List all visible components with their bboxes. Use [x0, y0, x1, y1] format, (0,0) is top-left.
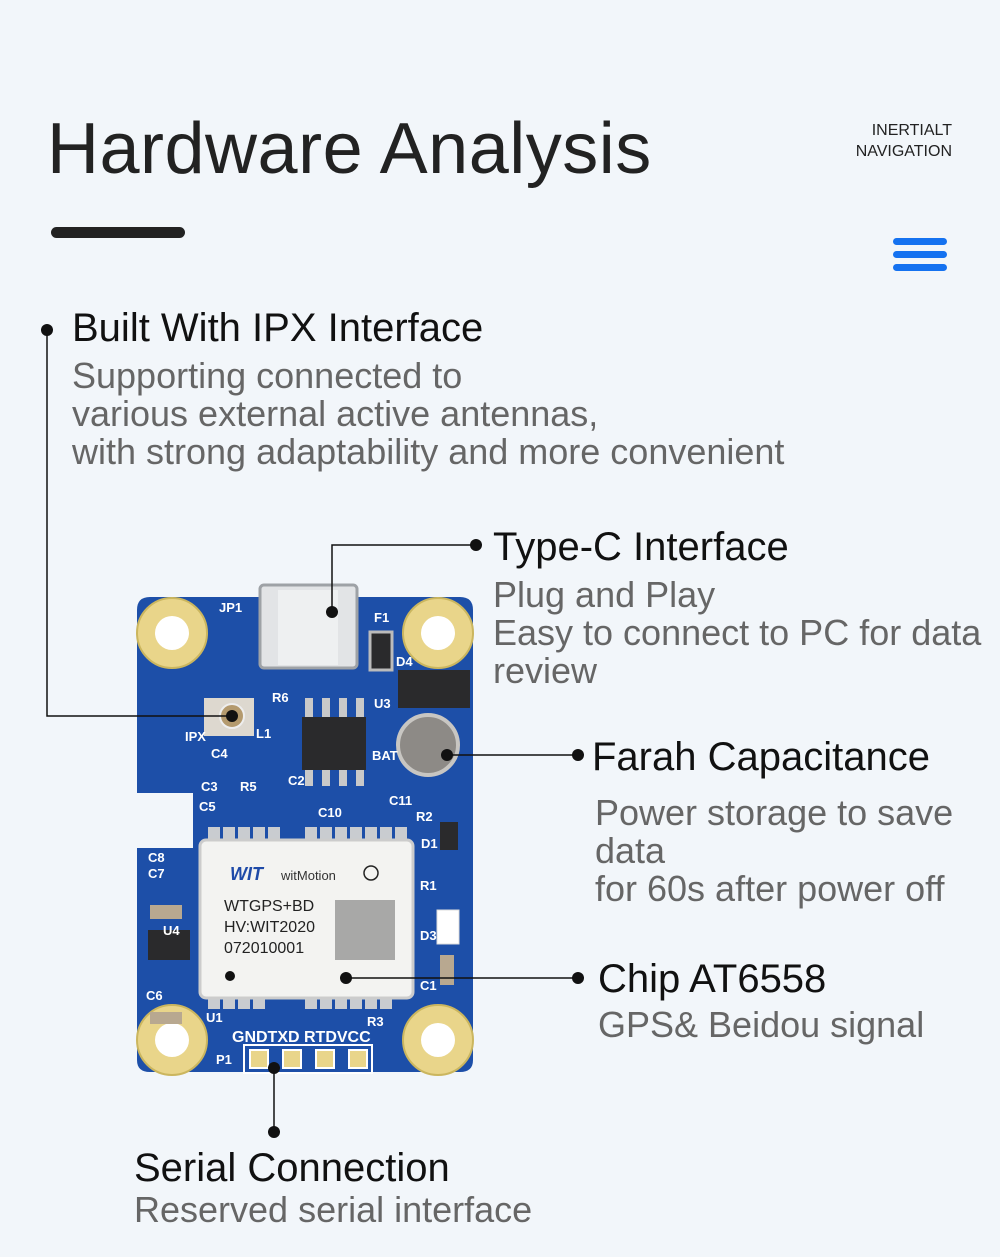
silk-c10: C10	[318, 805, 342, 820]
module-line-3: 072010001	[224, 940, 304, 957]
silk-ipx: IPX	[185, 729, 206, 744]
brand-line-2: NAVIGATION	[855, 143, 952, 160]
brand-line-1: INERTIALT	[871, 122, 952, 139]
farah-capacitor	[396, 713, 460, 777]
feature-title: Farah Capacitance	[592, 735, 930, 779]
silk-r6: R6	[272, 690, 289, 705]
feature-ipx: Built With IPX Interface Supporting conn…	[72, 306, 784, 471]
feature-title: Built With IPX Interface	[72, 306, 484, 350]
silk-f1: F1	[374, 610, 389, 625]
module-line-1: WTGPS+BD	[224, 898, 314, 915]
feature-title: Serial Connection	[134, 1146, 450, 1190]
diode-d4	[398, 670, 470, 708]
silk-c4: C4	[211, 746, 228, 761]
feature-desc-line: for 60s after power off	[595, 868, 945, 909]
title-underline	[51, 227, 185, 238]
silk-c2: C2	[288, 773, 305, 788]
silk-r5: R5	[240, 779, 257, 794]
callout-lines	[46, 330, 578, 1132]
silk-r1: R1	[420, 878, 437, 893]
feature-desc-line: various external active antennas,	[72, 393, 599, 434]
silk-pin-labels: GNDTXD RTDVCC	[232, 1029, 371, 1046]
silk-c1: C1	[420, 978, 437, 993]
silk-c6: C6	[146, 988, 163, 1003]
silk-d4: D4	[396, 654, 413, 669]
silk-u1: U1	[206, 1010, 223, 1025]
feature-desc-line: Easy to connect to PC for data review	[493, 612, 982, 691]
feature-title: Type-C Interface	[493, 525, 789, 569]
silk-d1: D1	[421, 836, 438, 851]
feature-desc-line: GPS& Beidou signal	[598, 1004, 925, 1045]
silk-r3: R3	[367, 1014, 384, 1029]
feature-serial: Serial Connection Reserved serial interf…	[134, 1146, 532, 1229]
serial-header	[243, 1044, 373, 1074]
hamburger-menu-icon[interactable]	[893, 238, 947, 278]
silk-u3: U3	[374, 696, 391, 711]
no-recycle-icon	[363, 865, 379, 881]
silk-r2: R2	[416, 809, 433, 824]
silk-d3: D3	[420, 928, 437, 943]
brand-label: INERTIALT NAVIGATION	[856, 120, 952, 162]
callout-dots	[41, 324, 584, 1138]
silk-c7: C7	[148, 866, 165, 881]
feature-title: Chip AT6558	[598, 957, 827, 1001]
ic-u3	[302, 717, 366, 770]
feature-type-c: Type-C Interface Plug and Play Easy to c…	[493, 525, 993, 690]
silk-l1: L1	[256, 726, 271, 741]
silk-p1: P1	[216, 1052, 232, 1067]
module-line-2: HV:WIT2020	[224, 919, 315, 936]
silk-c3: C3	[201, 779, 218, 794]
silk-c5: C5	[199, 799, 216, 814]
module-brand: witMotion	[280, 868, 336, 883]
silk-u4: U4	[163, 923, 180, 938]
feature-desc-line: with strong adaptability and more conven…	[72, 431, 785, 472]
silk-jp1: JP1	[219, 600, 242, 615]
page-title: Hardware Analysis	[47, 109, 652, 189]
wit-logo: WIT	[230, 864, 265, 884]
silk-c8: C8	[148, 850, 165, 865]
feature-desc-line: Power storage to save data	[595, 792, 954, 871]
silk-c11: C11	[389, 793, 412, 808]
feature-desc-line: Supporting connected to	[72, 355, 463, 396]
qr-code	[335, 900, 395, 960]
silk-bat: BAT	[372, 748, 398, 763]
feature-chip: Chip AT6558 GPS& Beidou signal	[598, 957, 924, 1044]
feature-desc-line: Reserved serial interface	[134, 1189, 533, 1230]
feature-farah: Farah Capacitance Power storage to save …	[592, 735, 992, 908]
feature-desc-line: Plug and Play	[493, 574, 716, 615]
